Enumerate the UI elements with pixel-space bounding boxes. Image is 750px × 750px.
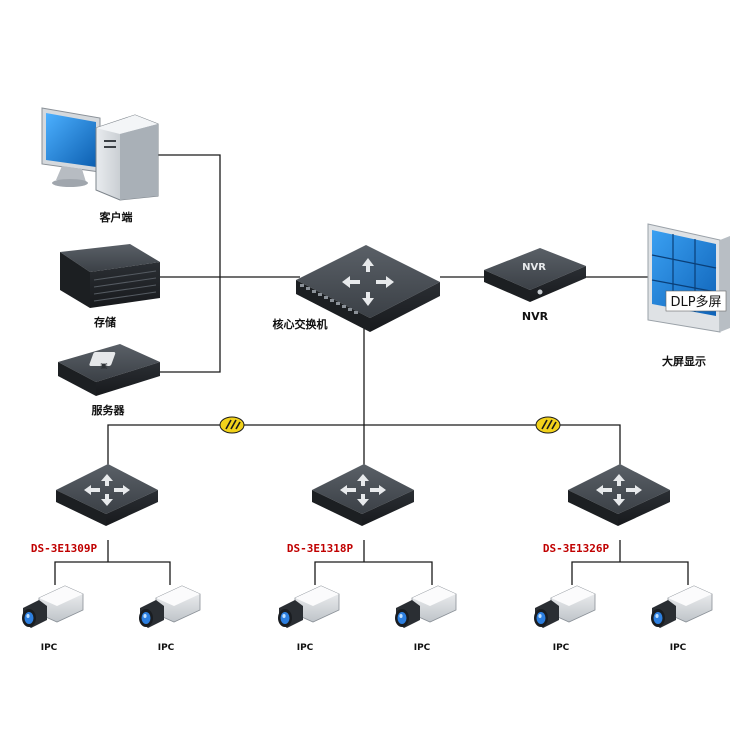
client-computer-icon bbox=[41, 107, 159, 201]
storage-label: 存储 bbox=[94, 315, 116, 329]
nvr-icon: NVR bbox=[484, 248, 586, 302]
core-switch-icon bbox=[296, 245, 440, 332]
line-switch2-cameras bbox=[314, 561, 433, 585]
server-icon: ▣ bbox=[58, 344, 160, 396]
svg-text:▣: ▣ bbox=[100, 361, 108, 370]
access-switch-2: DS-3E1318P IPC IPC bbox=[278, 464, 457, 653]
access-switch-icon bbox=[312, 464, 414, 526]
ipc-label: IPC bbox=[41, 643, 58, 653]
access-switch-1: DS-3E1309P IPC IPC bbox=[22, 464, 201, 653]
nvr-panel-text: NVR bbox=[522, 262, 546, 273]
switch-arrows-icon bbox=[340, 474, 386, 506]
access-switch-model: DS-3E1326P bbox=[543, 542, 610, 555]
access-switch-icon bbox=[56, 464, 158, 526]
ipc-label: IPC bbox=[297, 643, 314, 653]
client-label: 客户端 bbox=[99, 210, 133, 224]
nvr-label: NVR bbox=[522, 310, 549, 323]
ipc-camera-icon bbox=[534, 585, 596, 628]
ipc-camera-icon bbox=[22, 585, 84, 628]
connection-lines bbox=[54, 154, 689, 585]
server-label: 服务器 bbox=[92, 403, 126, 417]
ipc-label: IPC bbox=[414, 643, 431, 653]
line-switch3-cameras bbox=[571, 561, 689, 585]
ipc-label: IPC bbox=[158, 643, 175, 653]
switch-arrows-icon bbox=[596, 474, 642, 506]
line-distribution bbox=[107, 424, 621, 478]
switch-arrows-icon bbox=[342, 258, 394, 306]
switch-arrows-icon bbox=[84, 474, 130, 506]
ipc-camera-icon bbox=[278, 585, 340, 628]
fiber-marker-left bbox=[219, 416, 245, 434]
ipc-label: IPC bbox=[670, 643, 687, 653]
access-switch-icon bbox=[568, 464, 670, 526]
core-switch-label: 核心交换机 bbox=[273, 317, 328, 331]
storage-icon bbox=[60, 244, 160, 308]
access-switch-model: DS-3E1318P bbox=[287, 542, 354, 555]
fiber-marker-right bbox=[535, 416, 561, 434]
ipc-camera-icon bbox=[395, 585, 457, 628]
screen-label: 大屏显示 bbox=[662, 354, 706, 368]
ipc-camera-icon bbox=[139, 585, 201, 628]
access-switch-model: DS-3E1309P bbox=[31, 542, 98, 555]
access-switch-3: DS-3E1326P IPC IPC bbox=[534, 464, 713, 653]
ipc-label: IPC bbox=[553, 643, 570, 653]
line-switch1-cameras bbox=[54, 561, 171, 585]
dlp-label-box bbox=[665, 290, 727, 312]
line-client-server-bus bbox=[155, 154, 221, 373]
dlp-panel-text: DLP多屏 bbox=[670, 294, 721, 310]
dlp-screen-icon: DLP多屏 bbox=[647, 223, 730, 333]
ipc-camera-icon bbox=[651, 585, 713, 628]
